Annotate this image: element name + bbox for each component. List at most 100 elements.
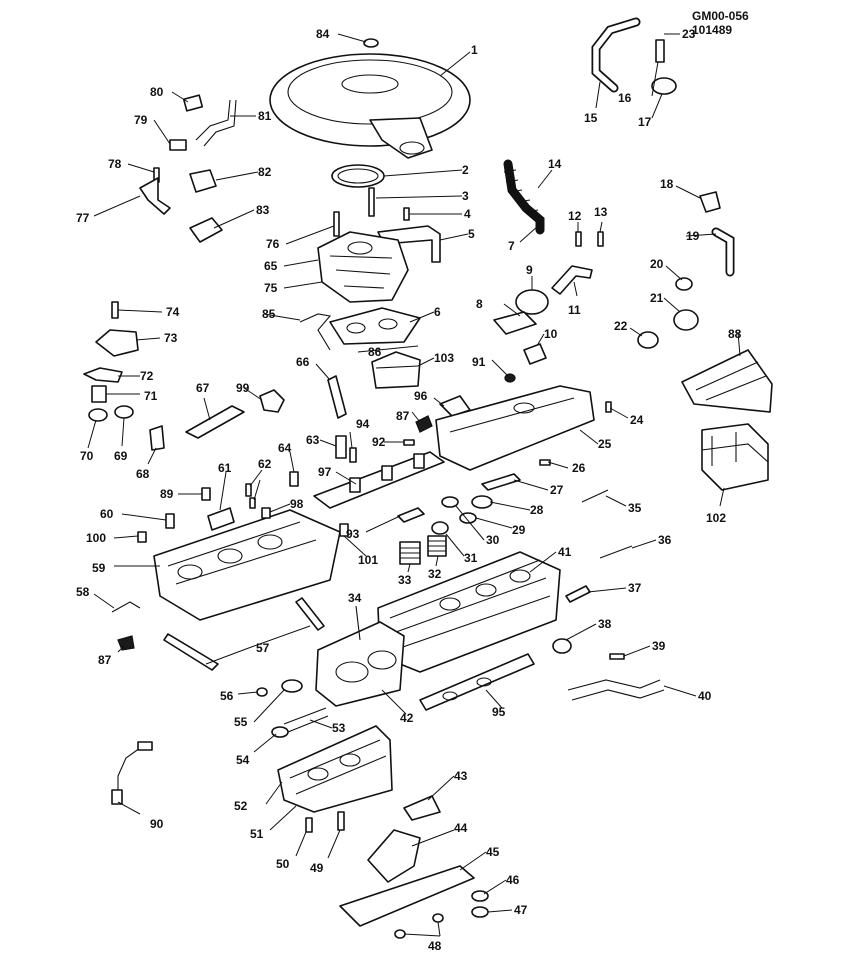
callout-62: 62 [258,457,272,471]
callout-18: 18 [660,177,674,191]
callout-103: 103 [434,351,454,365]
callout-45: 45 [486,845,500,859]
callout-3: 3 [462,189,469,203]
bracket-11 [551,265,593,295]
callout-92: 92 [372,435,386,449]
callout-35: 35 [628,501,642,515]
heat-shield-44 [367,829,421,883]
fitting-60 [165,513,175,529]
cap-22 [637,331,659,349]
retainer-31 [431,521,449,535]
callout-64: 64 [278,441,292,455]
callout-31: 31 [464,551,478,565]
fitting-100 [137,531,147,543]
nut-48b [394,929,406,939]
callout-33: 33 [398,573,412,587]
callout-91: 91 [472,355,486,369]
callout-74: 74 [166,305,180,319]
pipe-81 [195,99,237,147]
valve-99 [259,389,285,413]
bracket-66 [327,375,347,419]
callout-19: 19 [686,229,700,243]
bolt-39 [609,653,625,660]
callout-67: 67 [196,381,210,395]
hose-80 [182,94,204,112]
callout-99: 99 [236,381,250,395]
callout-6: 6 [434,305,441,319]
callout-95: 95 [492,705,506,719]
callout-34: 34 [348,591,362,605]
callout-30: 30 [486,533,500,547]
valve-cover [435,385,595,471]
callout-4: 4 [464,207,471,221]
callout-81: 81 [258,109,272,123]
callout-36: 36 [658,533,672,547]
bolt-62 [245,483,252,497]
tube-85 [299,313,332,351]
rocker-27 [481,473,521,491]
gasket-83 [189,217,223,243]
callout-87-lower: 87 [98,653,112,667]
callout-77: 77 [76,211,90,225]
plate-67 [185,405,245,439]
callout-84: 84 [316,27,330,41]
cover-68 [149,425,165,451]
callout-8: 8 [476,297,483,311]
callout-51: 51 [250,827,264,841]
callout-97: 97 [318,465,332,479]
bracket-10 [523,343,547,365]
adapter-8 [493,311,537,335]
callout-10: 10 [544,327,558,341]
exhaust-manifold [277,725,393,813]
drawing-code: GM00-056 [692,9,749,23]
bolt-92 [403,439,415,446]
callout-63: 63 [306,433,320,447]
link-86 [397,345,419,349]
callout-22: 22 [614,319,628,333]
callout-75: 75 [264,281,278,295]
callout-65: 65 [264,259,278,273]
callout-48: 48 [428,939,442,953]
sensor-64 [289,471,299,487]
callout-100: 100 [86,531,106,545]
intake-manifold [153,509,341,621]
bolt-12 [575,231,582,247]
egr-valve-9 [515,289,549,315]
callout-20: 20 [650,257,664,271]
bracket-88 [681,349,773,413]
callout-66: 66 [296,355,310,369]
pushrod-36 [599,545,633,559]
seal-72 [83,367,123,383]
callout-28: 28 [530,503,544,517]
heat-shield-45 [339,865,475,927]
shield-43 [403,795,441,821]
callout-56: 56 [220,689,234,703]
valve-53 [283,707,329,733]
rocker-28 [471,495,493,509]
fitting-79 [169,139,187,151]
callout-71: 71 [144,389,158,403]
oxygen-sensor-wire [117,747,141,796]
callout-43: 43 [454,769,468,783]
bolt-76 [333,211,340,237]
callout-94: 94 [356,417,370,431]
callout-2: 2 [462,163,469,177]
grommet-17 [651,77,677,95]
elbow-18 [699,191,721,213]
bolt-13 [597,231,604,247]
callout-98: 98 [290,497,304,511]
callout-26: 26 [572,461,586,475]
nut-30 [441,496,459,508]
cap-21 [673,309,699,331]
callout-55: 55 [234,715,248,729]
callout-68: 68 [136,467,150,481]
bolt-24 [605,401,612,413]
callout-39: 39 [652,639,666,653]
clip-84 [363,38,379,48]
callout-11: 11 [568,303,581,317]
callout-32: 32 [428,567,442,581]
callout-57: 57 [256,641,270,655]
bolt-4 [403,207,410,221]
leader-lines [87,33,741,937]
